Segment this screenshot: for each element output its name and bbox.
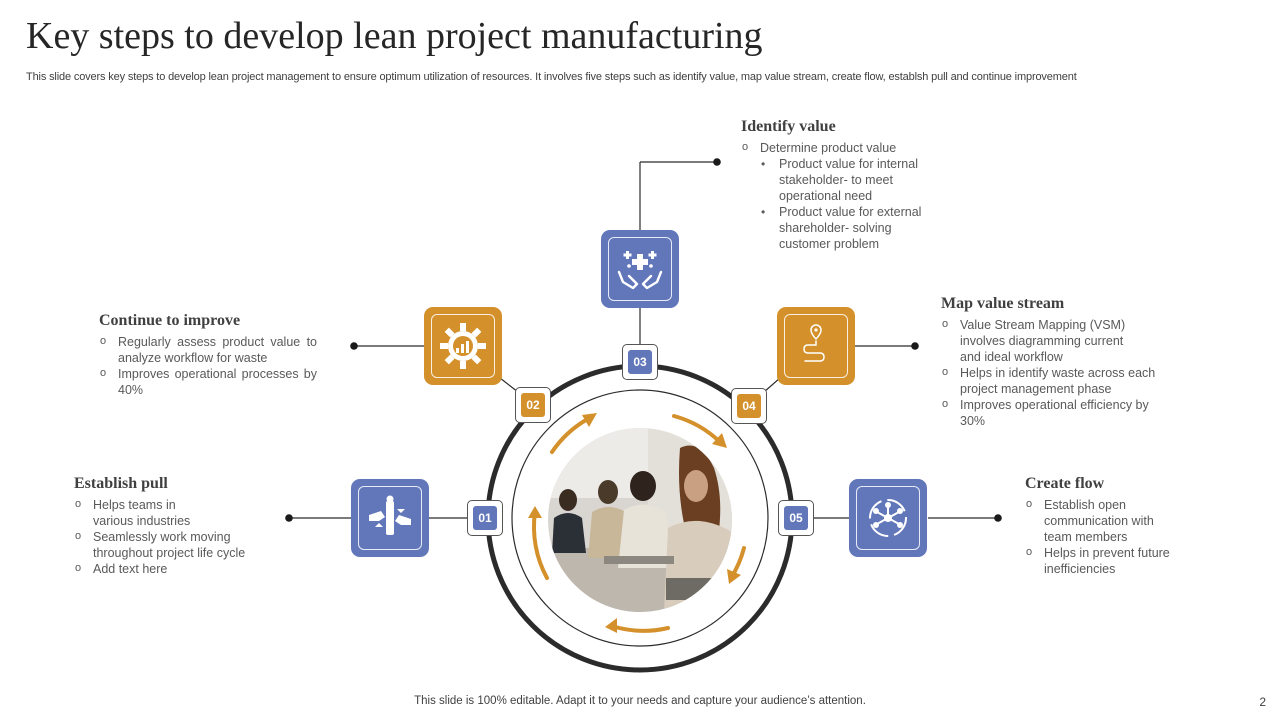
step-bullet: Add text here xyxy=(74,560,274,577)
page-subtitle: This slide covers key steps to develop l… xyxy=(26,71,1077,83)
step-bullet: Helps teams in various industries xyxy=(74,496,203,529)
step-number-badge: 01 xyxy=(467,500,503,536)
establish-pull-tile xyxy=(351,479,429,557)
step-number-badge: 04 xyxy=(731,388,767,424)
step-heading: Continue to improve xyxy=(99,312,241,329)
step-heading: Map value stream xyxy=(941,295,1065,312)
step-number-badge: 03 xyxy=(622,344,658,380)
puzzle-hands-icon xyxy=(369,495,411,535)
route-map-icon xyxy=(803,324,825,362)
create-flow-block: Create flow Establish open communication… xyxy=(1025,475,1175,577)
continue-improve-block: Continue to improve Regularly assess pro… xyxy=(99,312,317,398)
hands-sparkle-icon xyxy=(617,251,663,290)
establish-pull-block: Establish pull Helps teams in various in… xyxy=(74,475,274,577)
step-bullet: Helps in identify waste across each proj… xyxy=(941,364,1156,397)
step-number-badge: 05 xyxy=(778,500,814,536)
step-bullet: Value Stream Mapping (VSM) involves diag… xyxy=(941,316,1142,365)
inner-ring xyxy=(511,389,769,647)
map-value-stream-tile xyxy=(777,307,855,385)
step-bullet: Seamlessly work moving throughout projec… xyxy=(74,528,273,561)
identify-value-block: Identify value Determine product value P… xyxy=(741,118,933,252)
step-number-badge: 02 xyxy=(515,387,551,423)
create-flow-tile xyxy=(849,479,927,557)
step-sub-bullet: Product value for external shareholder- … xyxy=(741,204,933,252)
cycle-arrowheads xyxy=(528,413,741,633)
step-heading: Create flow xyxy=(1025,475,1105,492)
step-bullet: Improves operational processes by 40% xyxy=(99,365,317,398)
identify-value-tile xyxy=(601,230,679,308)
step-bullet: Regularly assess product value to analyz… xyxy=(99,333,317,366)
step-bullet: Helps in prevent future inefficiencies xyxy=(1025,544,1175,577)
step-heading: Establish pull xyxy=(74,475,168,492)
page-number: 2 xyxy=(1259,695,1266,709)
map-value-stream-block: Map value stream Value Stream Mapping (V… xyxy=(941,295,1156,429)
step-bullet: Improves operational efficiency by 30% xyxy=(941,396,1156,429)
step-heading: Identify value xyxy=(741,118,836,135)
connector-dots xyxy=(285,158,1002,522)
step-bullet: Determine product value xyxy=(741,139,933,156)
step-bullet: Establish open communication with team m… xyxy=(1025,496,1175,545)
network-flow-icon xyxy=(869,499,907,537)
team-photo xyxy=(548,428,732,612)
gear-chart-icon xyxy=(440,323,486,369)
step-sub-bullet: Product value for internal stakeholder- … xyxy=(741,156,933,204)
footer-note: This slide is 100% editable. Adapt it to… xyxy=(414,695,866,707)
continue-improve-tile xyxy=(424,307,502,385)
page-title: Key steps to develop lean project manufa… xyxy=(26,15,763,57)
